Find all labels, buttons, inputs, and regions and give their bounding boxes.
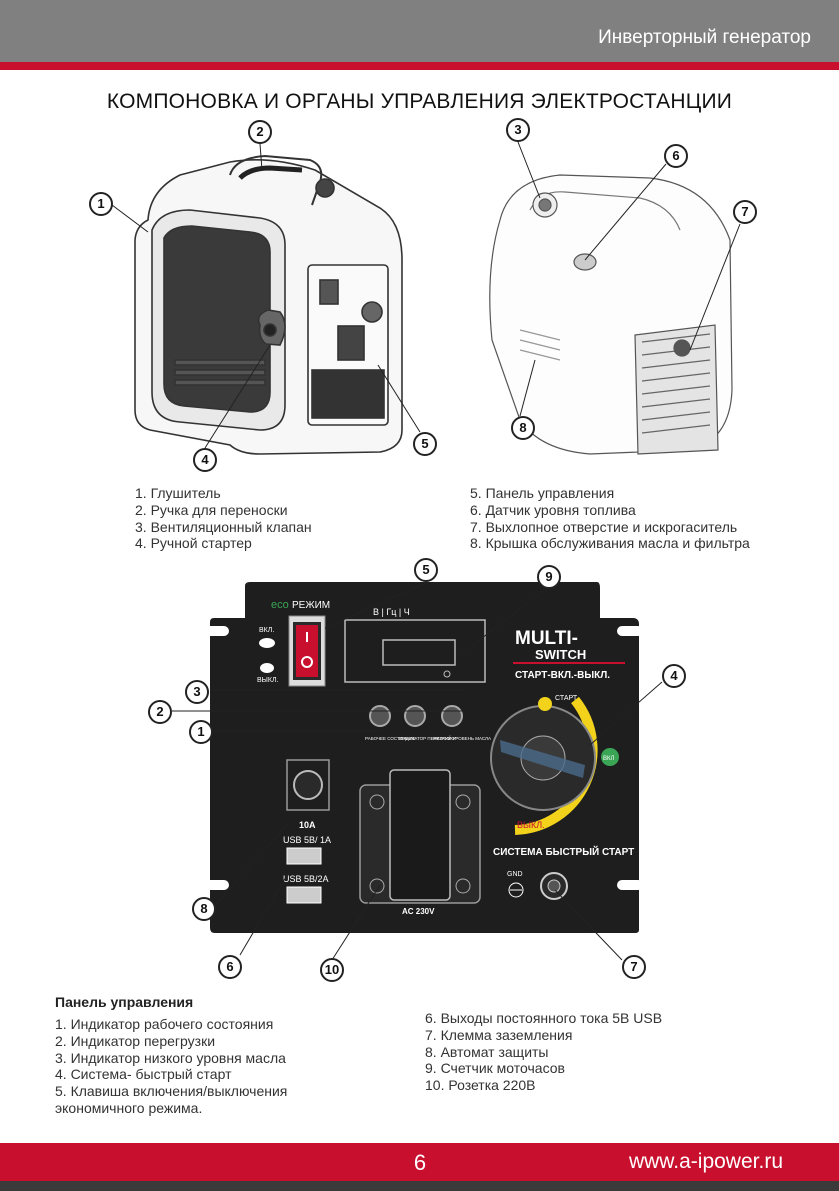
callout-exhaust: 7 <box>733 200 757 224</box>
indicator-1-label: РАБОЧЕЕ СОСТОЯНИЕ <box>365 736 416 741</box>
panel-list-item: 7. Клемма заземления <box>425 1026 573 1043</box>
panel-list-item: 2. Индикатор перегрузки <box>55 1032 216 1049</box>
panel-callout-eco-switch: 5 <box>414 558 438 582</box>
dial-off-label: ВЫКЛ. <box>517 820 545 830</box>
parts-list-item: 8. Крышка обслуживания масла и фильтра <box>470 535 750 552</box>
panel-callout-low-oil: 3 <box>185 680 209 704</box>
brand-switch: SWITCH <box>535 647 586 662</box>
panel-list-left: 1. Индикатор рабочего состояния 2. Индик… <box>55 1016 287 1117</box>
brand-multi: MULTI- <box>515 628 578 649</box>
parts-list-item: 7. Выхлопное отверстие и искрогаситель <box>470 518 738 535</box>
top-leader-lines <box>111 141 741 449</box>
panel-list-item: 5. Клавиша включения/выключения <box>55 1083 288 1100</box>
generator-front-illustration <box>134 154 403 455</box>
callout-muffler: 1 <box>89 192 113 216</box>
panel-list-item: 3. Индикатор низкого уровня масла <box>55 1049 286 1066</box>
eco-mode-label: РЕЖИМ <box>292 600 330 611</box>
indicator-3-label: НИЗКИЙ УРОВЕНЬ МАСЛА <box>433 734 491 741</box>
usb2-label: USB 5B/2A <box>283 874 329 884</box>
dial-start-label: СТАРТ <box>555 695 578 702</box>
usb-port-2[interactable] <box>286 886 322 904</box>
panel-list-item: 10. Розетка 220В <box>425 1077 536 1094</box>
socket-voltage-label: AC 230V <box>402 907 435 916</box>
panel-list-item: 4. Система- быстрый старт <box>55 1066 232 1083</box>
panel-leader-lines <box>172 581 663 961</box>
header-title: Инверторный генератор <box>598 27 811 48</box>
page-title: КОМПОНОВКА И ОРГАНЫ УПРАВЛЕНИЯ ЭЛЕКТРОСТ… <box>106 90 733 113</box>
panel-list-item: 1. Индикатор рабочего состояния <box>55 1016 274 1032</box>
dial-on-label: ВКЛ <box>603 756 614 762</box>
breaker-rating-label: 10A <box>299 820 316 830</box>
callout-manual-starter: 4 <box>193 448 217 472</box>
usb1-label: USB 5B/ 1A <box>283 835 331 845</box>
panel-callout-quick-start: 4 <box>662 664 686 688</box>
panel-callout-socket: 10 <box>320 958 344 982</box>
meter-units-label: В | Гц | Ч <box>373 607 410 617</box>
quick-start-system-label: СИСТЕМА БЫСТРЫЙ СТАРТ <box>493 845 634 858</box>
parts-list-item: 1. Глушитель <box>135 485 221 501</box>
parts-list-item: 3. Вентиляционный клапан <box>135 518 312 535</box>
panel-callout-overload: 2 <box>148 700 172 724</box>
indicator-2-label: ИНДИКАТОР ПЕРЕГРУЗКИ <box>399 736 456 741</box>
switch-off-label: ВЫКЛ. <box>257 677 279 684</box>
panel-list-item: 9. Счетчик моточасов <box>425 1060 565 1077</box>
generator-rear-illustration <box>489 174 733 455</box>
panel-list-item: 6. Выходы постоянного тока 5В USB <box>425 1010 663 1026</box>
callout-control-panel: 5 <box>413 432 437 456</box>
panel-list-item: 8. Автомат защиты <box>425 1043 549 1060</box>
footer-bottom-stripe <box>0 1181 839 1191</box>
switch-on-label: ВКЛ. <box>259 627 274 634</box>
parts-list-right: 5. Панель управления 6. Датчик уровня то… <box>470 485 750 552</box>
turtle-icon <box>259 638 275 648</box>
parts-list-item: 4. Ручной стартер <box>135 535 252 552</box>
parts-list-item: 2. Ручка для переноски <box>135 501 288 518</box>
circuit-breaker-button[interactable] <box>293 770 323 800</box>
rabbit-icon <box>260 663 274 673</box>
parts-list-item: 5. Панель управления <box>470 485 615 501</box>
gnd-label: GND <box>507 871 523 878</box>
control-panel-illustration: eco РЕЖИМ ВКЛ. ВЫКЛ. В | Гц | Ч MULTI- S… <box>205 582 643 933</box>
hour-meter-display <box>382 639 456 666</box>
start-on-off-label: СТАРТ-ВКЛ.-ВЫКЛ. <box>515 670 610 681</box>
page-number: 6 <box>413 1150 427 1175</box>
callout-vent-valve: 3 <box>506 118 530 142</box>
header-bar <box>0 0 839 62</box>
panel-callout-ground: 7 <box>622 955 646 979</box>
usb-port-1[interactable] <box>286 847 322 865</box>
callout-oil-cover: 8 <box>511 416 535 440</box>
eco-label: eco <box>271 599 289 611</box>
website-link[interactable]: www.a-ipower.ru <box>628 1150 783 1173</box>
panel-callout-breaker: 8 <box>192 897 216 921</box>
parts-list-left: 1. Глушитель 2. Ручка для переноски 3. В… <box>135 485 312 552</box>
panel-callout-operating: 1 <box>189 720 213 744</box>
panel-list-heading: Панель управления <box>55 994 194 1010</box>
footer-bar <box>0 1143 839 1181</box>
ground-icon <box>508 882 524 898</box>
panel-callout-usb: 6 <box>218 955 242 979</box>
panel-list-right: 6. Выходы постоянного тока 5В USB 7. Кле… <box>425 1010 662 1094</box>
header-accent-stripe <box>0 62 839 70</box>
panel-list-item: экономичного режима. <box>55 1099 203 1116</box>
callout-handle: 2 <box>248 120 272 144</box>
callout-fuel-gauge: 6 <box>664 144 688 168</box>
parts-list-item: 6. Датчик уровня топлива <box>470 501 636 518</box>
panel-callout-hour-meter: 9 <box>537 565 561 589</box>
